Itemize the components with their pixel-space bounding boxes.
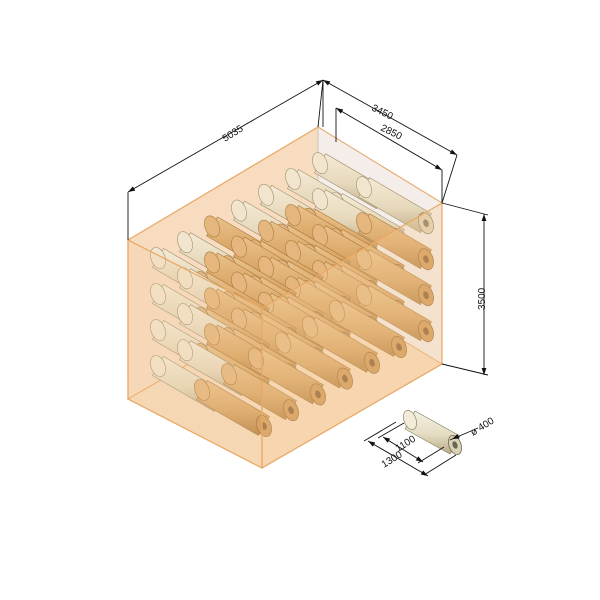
roll: [356, 248, 434, 307]
roll-end-back: [285, 168, 301, 190]
detail-1100-arrow-b: [415, 456, 423, 462]
detail-diameter-arrow: [452, 434, 460, 439]
roll-core: [315, 390, 321, 399]
roll-core: [369, 358, 375, 367]
dim-outer-width-arrow-right: [449, 149, 457, 155]
roll-end-back: [356, 212, 372, 235]
detail-ext-1300-b: [423, 454, 457, 476]
roll-end-back: [231, 235, 247, 258]
roll-end-back: [258, 219, 274, 242]
roll-stack: [150, 152, 434, 437]
dim-height-arrow-top: [481, 214, 487, 221]
roll-end-back: [329, 300, 345, 322]
dim-outer-width-line: [322, 79, 458, 156]
dim-inner-width-arrow-right: [434, 164, 442, 170]
roll-end-back: [177, 339, 193, 362]
container-front-faces: [126, 126, 443, 470]
dim-outer-width-label: 3450: [370, 103, 395, 123]
dim-length-line: [127, 79, 324, 193]
roll: [302, 315, 380, 374]
roll-core: [288, 406, 294, 415]
roll-end-back: [150, 319, 166, 341]
roll: [275, 331, 353, 390]
dim-length-ext-right: [317, 79, 324, 128]
detail-roll-core: [452, 441, 458, 449]
roll-end-back: [150, 355, 166, 377]
roll-end-back: [356, 176, 372, 199]
roll: [248, 347, 326, 406]
dim-outer-width-arrow-left: [323, 80, 331, 86]
roll-core: [423, 327, 429, 336]
roll: [194, 379, 272, 437]
detail-1100-arrow-a: [383, 437, 391, 443]
roll-end-back: [177, 303, 193, 326]
dim-inner-width-label: 2850: [379, 123, 404, 143]
roll-core: [396, 343, 402, 351]
roll-end-back: [356, 248, 372, 271]
detail-roll: [403, 410, 462, 456]
roll-end-back: [275, 331, 291, 354]
roll-end-back: [258, 183, 274, 206]
dim-width-ext-right: [441, 154, 458, 204]
roll-end-back: [204, 287, 220, 310]
roll-core: [423, 219, 429, 228]
dim-inner-width-line: [335, 107, 443, 171]
roll-end-back: [177, 231, 193, 254]
roll-end-back: [204, 215, 220, 238]
roll-end-back: [221, 363, 237, 386]
roll-end-back: [177, 267, 193, 290]
roll: [356, 284, 434, 343]
roll: [356, 176, 434, 235]
dim-height-label: 3500: [477, 287, 488, 310]
dim-height-ext-top: [441, 202, 489, 216]
roll-end-back: [356, 284, 372, 307]
roll: [329, 300, 407, 358]
roll-end-back: [302, 315, 318, 338]
detail-diameter-label: ø 400: [469, 415, 497, 438]
roll: [221, 363, 299, 422]
dim-height-ext-bottom: [441, 363, 489, 376]
detail-1300-arrow-b: [420, 470, 428, 476]
roll-end-back: [204, 251, 220, 274]
roll-core: [342, 374, 348, 383]
roll-end-back: [194, 379, 210, 401]
dim-inner-width-arrow-left: [336, 108, 344, 114]
roll-core: [423, 255, 429, 264]
roll-end-back: [150, 283, 166, 305]
detail-1100-line: [382, 436, 424, 463]
roll: [356, 212, 434, 271]
dim-height-arrow-bottom: [481, 368, 487, 375]
dim-length-arrow-right: [315, 80, 323, 86]
roll-end-back: [312, 188, 328, 211]
detail-roll-end-back: [403, 410, 417, 430]
dim-length-arrow-left: [128, 186, 136, 192]
dimension-lines: [127, 79, 489, 477]
roll-end-back: [231, 199, 247, 222]
detail-1300-line: [367, 440, 429, 477]
detail-1300-arrow-a: [368, 441, 376, 447]
roll-end-back: [285, 204, 301, 226]
roll-end-back: [204, 323, 220, 346]
detail-ext-1100-b: [417, 446, 445, 464]
detail-ext-1100-a: [377, 422, 405, 439]
roll-end-back: [312, 152, 328, 175]
roll-core: [423, 291, 429, 300]
detail-ext-1300-a: [363, 421, 397, 442]
